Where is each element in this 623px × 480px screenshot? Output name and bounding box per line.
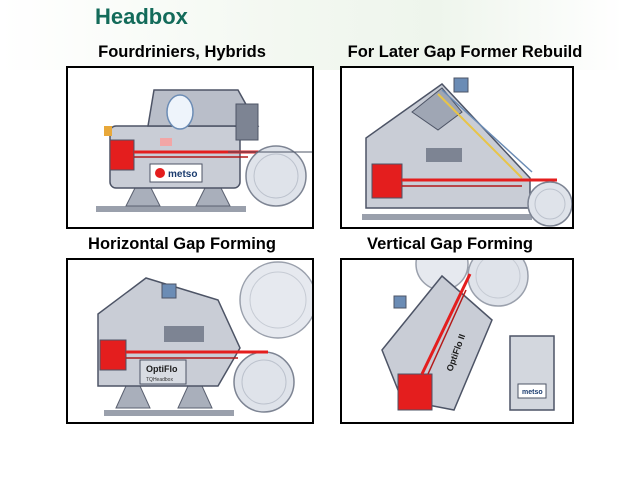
slice-element	[160, 138, 172, 146]
panel-horizontal-gap: OptiFlo TQHeadbox	[66, 258, 314, 424]
panel-label-gap-former-rebuild: For Later Gap Former Rebuild	[347, 43, 583, 61]
upper-forming-roll	[239, 261, 312, 339]
roll-detail	[241, 359, 287, 405]
page-title: Headbox	[95, 4, 188, 29]
optiflo-sublabel: TQHeadbox	[146, 377, 173, 383]
tube-bank	[426, 148, 462, 162]
logo-text: metso	[168, 169, 197, 180]
control-cabinet	[509, 335, 555, 411]
inlet-header	[99, 339, 127, 371]
lip-arm-shadow	[441, 89, 533, 173]
panel-label-horizontal-gap: Horizontal Gap Forming	[88, 235, 276, 253]
upper-mechanism	[411, 87, 463, 131]
panel-label-vertical-gap: Vertical Gap Forming	[367, 235, 533, 253]
inlet-header	[109, 139, 135, 171]
forming-roll	[245, 145, 307, 207]
headbox-horizontal-illustration: OptiFlo TQHeadbox	[97, 261, 312, 416]
headbox-fourdrinier-illustration: metso	[96, 89, 312, 212]
support-leg	[195, 185, 231, 207]
roll-detail	[249, 271, 307, 329]
roll-detail	[475, 260, 521, 299]
side-panel	[235, 103, 259, 141]
air-dome	[166, 94, 194, 130]
actuator	[453, 77, 469, 93]
headbox-rebuild-illustration	[362, 77, 572, 227]
lower-forming-roll	[233, 351, 295, 413]
inlet-header	[397, 373, 433, 411]
headbox-vertical-illustration: OptiFlo II metso	[381, 260, 555, 411]
roll-detail	[253, 153, 299, 199]
header-background	[0, 0, 623, 70]
actuator	[393, 295, 407, 309]
roll-detail	[534, 188, 566, 220]
metso-logo-icon	[155, 168, 165, 178]
support-leg	[177, 385, 213, 409]
lip-arm	[437, 93, 523, 179]
inlet-fitting	[104, 126, 112, 136]
optiflo-label: OptiFlo	[146, 364, 178, 374]
inlet-header	[371, 163, 403, 199]
panel-gap-former-rebuild	[340, 66, 574, 229]
logo-plate	[149, 163, 203, 183]
support-leg	[115, 385, 151, 409]
panel-fourdriniers: metso	[66, 66, 314, 229]
tube-bank	[164, 326, 204, 342]
cabinet-badge	[517, 383, 547, 399]
actuator	[161, 283, 177, 299]
jet-flow	[420, 273, 472, 375]
name-plate	[139, 359, 187, 385]
support-leg	[125, 185, 161, 207]
base-plate	[104, 410, 234, 416]
cabinet-logo-text: metso	[522, 389, 543, 396]
panel-vertical-gap: OptiFlo II metso	[340, 258, 574, 424]
jet-flow	[427, 289, 467, 375]
panel-label-fourdriniers: Fourdriniers, Hybrids	[98, 43, 266, 61]
forming-roll	[527, 181, 572, 227]
base-plate	[362, 214, 532, 220]
base-plate	[96, 206, 246, 212]
